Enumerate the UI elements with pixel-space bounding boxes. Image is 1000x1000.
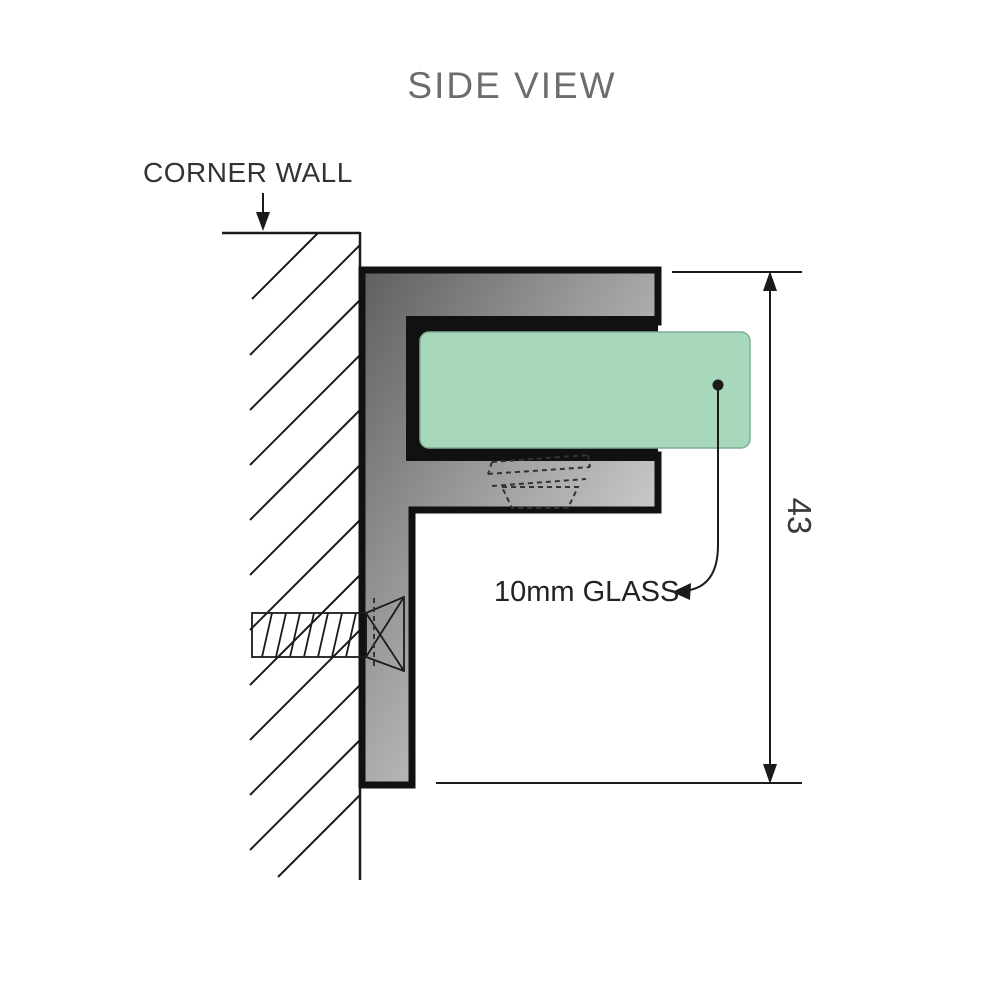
page-title: SIDE VIEW	[407, 65, 616, 106]
corner-wall-arrowhead-icon	[256, 212, 270, 231]
glass-leader-arrowhead-icon	[672, 583, 691, 600]
dimension-height: 43	[436, 271, 818, 784]
corner-wall-callout: CORNER WALL	[143, 157, 353, 231]
mounting-screw-icon	[251, 595, 405, 673]
screw-head	[365, 595, 405, 673]
wall-hatching	[249, 232, 361, 878]
glass-leader-dot	[712, 379, 724, 391]
glass-label: 10mm GLASS	[494, 576, 679, 608]
corner-wall-label: CORNER WALL	[143, 157, 353, 188]
glass-panel	[419, 331, 751, 449]
glass-leader-line	[689, 390, 719, 591]
dimension-arrow-up-icon	[763, 271, 777, 291]
dimension-label: 43	[781, 498, 818, 535]
dimension-arrow-down-icon	[763, 764, 777, 784]
screw-threads	[261, 612, 357, 658]
wall-section	[222, 231, 362, 880]
set-screw-hidden-icon	[487, 454, 591, 509]
glass-callout: 10mm GLASS	[494, 379, 724, 608]
